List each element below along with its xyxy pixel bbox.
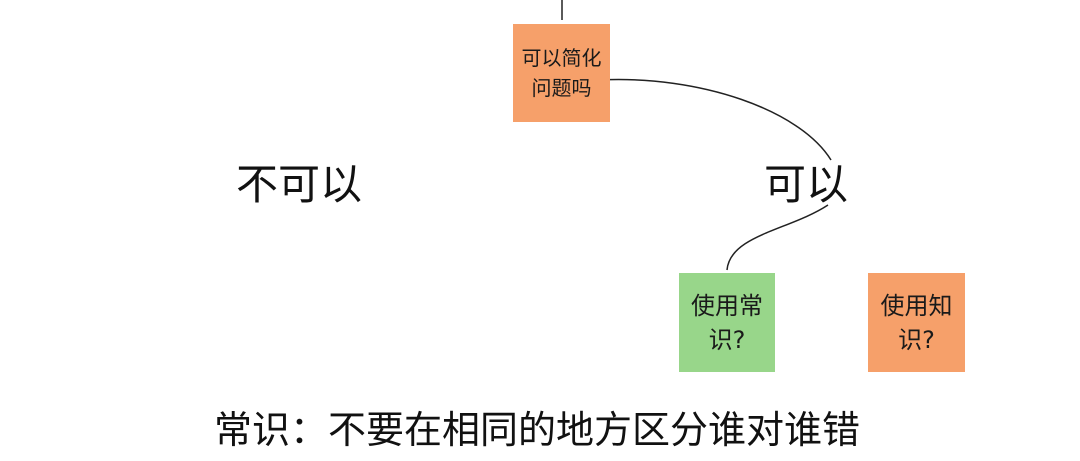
edge-question-to-yes (598, 78, 832, 161)
caption-text: 常识：不要在相同的地方区分谁对谁错 (214, 408, 861, 452)
node-simplify-question-label: 可以简化问题吗 (521, 46, 602, 100)
branch-label-no: 不可以 (236, 160, 363, 209)
node-use-knowledge: 使用知识? (868, 273, 965, 372)
node-use-common-sense: 使用常识? (679, 273, 775, 372)
branch-label-yes: 可以 (764, 160, 849, 209)
node-use-knowledge-label: 使用知识? (880, 291, 953, 354)
node-simplify-question: 可以简化问题吗 (513, 24, 610, 122)
edge-yes-to-common-sense (726, 204, 829, 271)
node-use-common-sense-label: 使用常识? (691, 291, 763, 354)
